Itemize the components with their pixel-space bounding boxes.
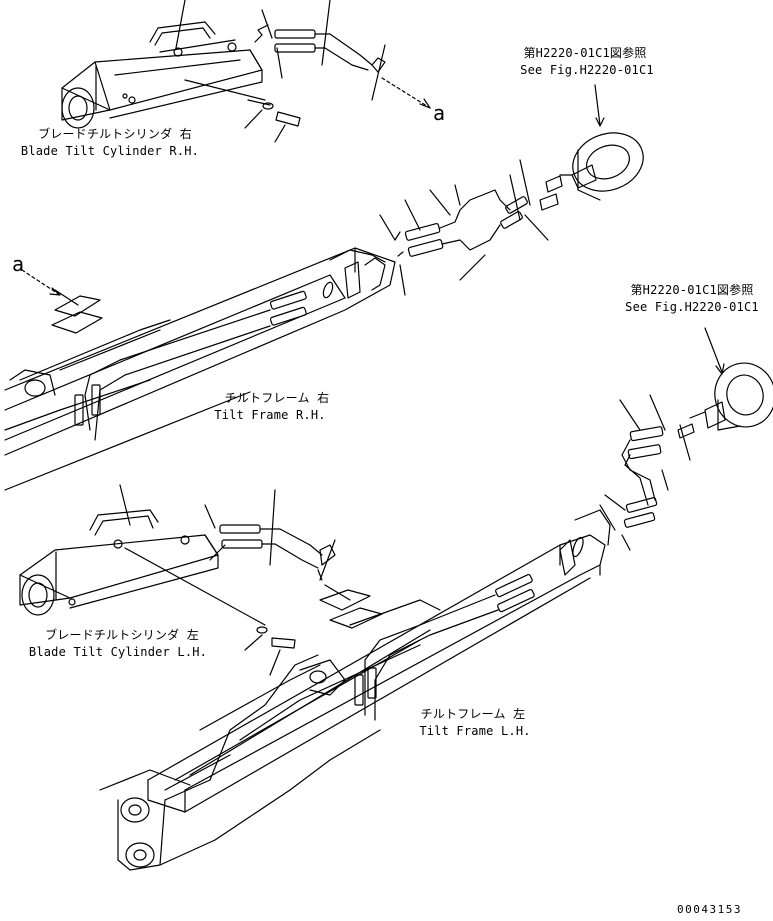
tilt-frame-rh (4, 247, 396, 491)
cylinder-rh-label-en: Blade Tilt Cylinder R.H. (20, 144, 200, 158)
reference-part-top (539, 84, 644, 211)
tilt-frame-rh-label-en: Tilt Frame R.H. (214, 408, 326, 422)
reference-top-label-en: See Fig.H2220-01C1 (520, 63, 654, 77)
tilt-frame-rh-label-jp: チルトフレーム 右 (224, 391, 330, 405)
bolt-washer-top (244, 102, 301, 143)
fittings-upper (500, 159, 549, 241)
cylinder-lh (19, 484, 296, 676)
cylinder-rh-label-jp: ブレードチルトシリンダ 右 (38, 127, 192, 141)
reference-right-label-jp: 第H2220-01C1図参照 (630, 283, 754, 297)
drawing-number: 00043153 (677, 903, 742, 916)
plate-lh (319, 589, 383, 629)
marker-a-left: a (12, 252, 25, 276)
tilt-frame-lh-label-en: Tilt Frame L.H. (419, 724, 531, 738)
reference-part-right (677, 327, 773, 461)
hoses-top (254, 0, 431, 109)
cylinder-rh (61, 0, 283, 129)
reference-top-label-jp: 第H2220-01C1図参照 (523, 46, 647, 60)
cylinder-lh-label-jp: ブレードチルトシリンダ 左 (45, 628, 199, 642)
cylinder-lh-label-en: Blade Tilt Cylinder L.H. (28, 645, 208, 659)
marker-a-top: a (433, 101, 446, 125)
tilt-frame-lh-label-jp: チルトフレーム 左 (420, 707, 526, 721)
hoses-lh-right (599, 394, 669, 551)
hoses-rh (379, 184, 511, 296)
reference-right-label-en: See Fig.H2220-01C1 (625, 300, 759, 314)
tilt-frame-lh (99, 509, 611, 871)
hoses-lh-left (219, 489, 351, 601)
